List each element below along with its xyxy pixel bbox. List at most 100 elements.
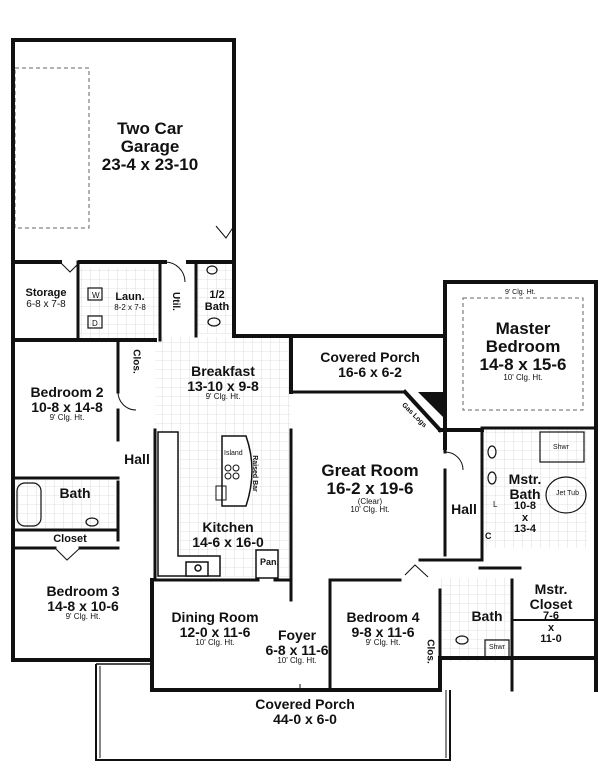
right-hall-name: Hall — [451, 501, 477, 517]
breakfast-label: Breakfast 13-10 x 9-8 9' Clg. Ht. — [178, 364, 268, 402]
breakfast-dims: 13-10 x 9-8 — [187, 377, 259, 394]
master-name-line1: Master — [495, 319, 551, 338]
dining-name: Dining Room — [171, 609, 259, 625]
raised-bar-label: Raised Bar — [250, 455, 258, 492]
laundry-label: Laun. 8-2 x 7-8 — [104, 291, 156, 312]
master-dims: 14-8 x 15-6 — [479, 354, 567, 374]
great-room-ceiling: 10' Clg. Ht. — [350, 505, 390, 515]
breakfast-name: Breakfast — [191, 363, 255, 379]
great-room-label: Great Room 16-2 x 19-6 (Clear) 10' Clg. … — [305, 462, 435, 514]
laundry-dims: 8-2 x 7-8 — [114, 302, 146, 312]
kitchen-name: Kitchen — [202, 519, 254, 535]
bedroom3-dims: 14-8 x 10-6 — [47, 597, 119, 614]
master-bath-dims3: 13-4 — [513, 523, 537, 536]
master-ceiling: 10' Clg. Ht. — [503, 372, 543, 382]
garage-dims: 23-4 x 23-10 — [101, 154, 199, 174]
washer-label: W — [92, 291, 100, 300]
storage-name: Storage — [25, 287, 67, 299]
bedroom3-name: Bedroom 3 — [46, 583, 120, 599]
storage-label: Storage 6-8 x 7-8 — [17, 287, 75, 310]
breakfast-ceiling: 9' Clg. Ht. — [205, 392, 241, 402]
foyer-name: Foyer — [277, 627, 317, 643]
front-porch-dims: 44-0 x 6-0 — [273, 710, 337, 727]
closet-c-label: C — [485, 531, 492, 541]
master-closet-dims3: 11-0 — [540, 633, 562, 646]
master-bedroom-label: Master Bedroom 14-8 x 15-6 10' Clg. Ht. — [463, 320, 583, 382]
master-closet-line1: Mstr. — [534, 581, 568, 597]
bedroom2-label: Bedroom 2 10-8 x 14-8 9' Clg. Ht. — [22, 385, 112, 423]
right-bath-label: Bath — [464, 609, 510, 624]
left-bath-name: Bath — [59, 485, 91, 501]
right-shower-label: Shwr — [489, 644, 505, 651]
door-swings — [54, 225, 464, 691]
great-room-dims: 16-2 x 19-6 — [326, 478, 414, 498]
linen-label: L — [493, 500, 498, 509]
rear-porch-name: Covered Porch — [320, 349, 420, 365]
rear-porch-label: Covered Porch 16-6 x 6-2 — [300, 350, 440, 379]
garage-parking-outline — [14, 67, 90, 229]
master-closet-dims1: 7-6 — [543, 610, 559, 623]
master-bath-line2: Bath — [509, 485, 541, 502]
pantry-label: Pan. — [260, 557, 280, 567]
garage-name-line1: Two Car — [117, 119, 183, 138]
dryer-label: D — [92, 319, 98, 328]
kitchen-label: Kitchen 14-6 x 16-0 — [178, 520, 278, 549]
bedroom4-dims: 9-8 x 11-6 — [351, 623, 415, 640]
kitchen-dims: 14-6 x 16-0 — [192, 533, 264, 550]
rear-porch-dims: 16-6 x 6-2 — [338, 363, 402, 380]
master-bath-label: Mstr. Bath 10-8 x 13-4 — [500, 472, 550, 536]
front-porch — [95, 663, 451, 761]
dining-dims: 12-0 x 11-6 — [179, 623, 251, 640]
front-porch-name: Covered Porch — [255, 696, 355, 712]
left-hall-name: Hall — [124, 451, 150, 467]
left-bath-label: Bath — [50, 486, 100, 501]
right-hall-label: Hall — [446, 502, 482, 517]
master-closet-dims2: x — [547, 621, 555, 634]
dining-ceiling: 10' Clg. Ht. — [195, 638, 235, 648]
storage-dims: 6-8 x 7-8 — [26, 298, 66, 310]
garage-label: Two Car Garage 23-4 x 23-10 — [85, 120, 215, 174]
bedroom2-ceiling: 9' Clg. Ht. — [49, 413, 85, 423]
bath-fixtures — [16, 265, 587, 659]
bedroom4-label: Bedroom 4 9-8 x 11-6 9' Clg. Ht. — [338, 610, 428, 648]
garage-name-line2: Garage — [120, 136, 180, 156]
master-ceiling-top: 9' Clg. Ht. — [505, 289, 536, 296]
tile-floors — [15, 262, 587, 662]
bedroom2-closet-label: Clos. — [130, 349, 142, 374]
great-room-clear: (Clear) — [357, 496, 383, 506]
bedroom4-ceiling: 9' Clg. Ht. — [365, 638, 401, 648]
bedroom4-closet-label: Clos. — [424, 639, 436, 664]
bedroom4-name: Bedroom 4 — [346, 609, 420, 625]
laundry-name: Laun. — [115, 291, 145, 303]
master-closet-line2: Closet — [529, 595, 573, 612]
master-name-line2: Bedroom — [485, 336, 561, 356]
island-label: Island — [224, 450, 243, 457]
utility-label: Util. — [169, 292, 181, 311]
foyer-ceiling: 10' Clg. Ht. — [277, 656, 317, 666]
closet-label: Closet — [40, 533, 100, 546]
bedroom3-label: Bedroom 3 14-8 x 10-6 9' Clg. Ht. — [28, 584, 138, 622]
jet-tub-label: Jet Tub — [556, 490, 579, 497]
half-bath-line2: Bath — [204, 300, 230, 313]
bedroom2-dims: 10-8 x 14-8 — [31, 398, 103, 415]
foyer-label: Foyer 6-8 x 11-6 10' Clg. Ht. — [262, 628, 332, 666]
foyer-dims: 6-8 x 11-6 — [265, 641, 329, 658]
fireplace — [418, 392, 446, 420]
bedroom3-ceiling: 9' Clg. Ht. — [65, 612, 101, 622]
right-bath-name: Bath — [471, 608, 503, 624]
master-shower-label: Shwr — [553, 444, 569, 451]
dining-room-label: Dining Room 12-0 x 11-6 10' Clg. Ht. — [160, 610, 270, 648]
left-hall-label: Hall — [120, 452, 154, 467]
master-bath-line1: Mstr. — [508, 471, 542, 487]
walls — [11, 38, 598, 692]
half-bath-label: 1/2 Bath — [202, 289, 232, 313]
master-bath-dims1: 10-8 — [513, 500, 537, 513]
island-cooktop — [215, 464, 240, 501]
master-closet-label: Mstr. Closet 7-6 x 11-0 — [526, 582, 576, 646]
great-room-name: Great Room — [321, 461, 419, 480]
master-bath-dims2: x — [521, 511, 529, 524]
bedroom2-name: Bedroom 2 — [30, 384, 104, 400]
front-porch-label: Covered Porch 44-0 x 6-0 — [225, 697, 385, 726]
closet-name: Closet — [53, 533, 87, 545]
